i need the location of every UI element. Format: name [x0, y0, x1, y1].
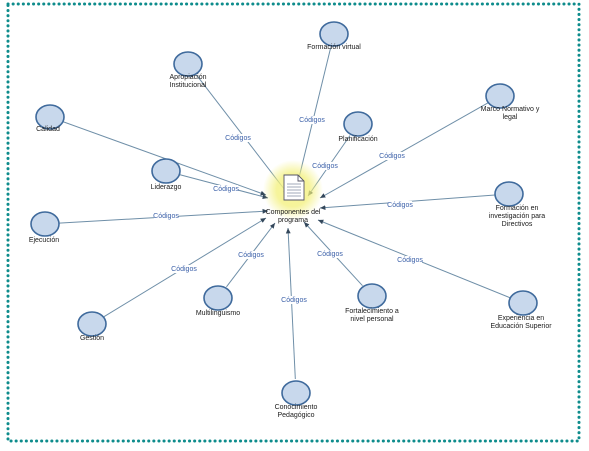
edge-label-gestion: Códigos	[171, 266, 197, 273]
center-label: Componentes del	[266, 209, 321, 216]
node-label: Institucional	[170, 82, 207, 89]
node-label: Pedagógico	[278, 412, 315, 419]
node-label: Calidad	[36, 126, 60, 133]
node-label: Formación virtual	[307, 44, 361, 51]
node-label: Planificación	[338, 136, 377, 143]
edge-label-bg	[300, 116, 324, 124]
node-label: Educación Superior	[490, 323, 552, 330]
edge-label-bg	[313, 162, 337, 170]
edge-label-multilinguismo: Códigos	[238, 252, 264, 259]
node-label: Multilinguismo	[196, 310, 240, 317]
node-planificacion[interactable]: Planificación	[338, 111, 378, 143]
edge-label-formacion-investigacion: Códigos	[387, 202, 413, 209]
node-circle[interactable]	[494, 181, 524, 207]
node-circle[interactable]	[357, 283, 387, 309]
node-label: Experiencia en	[498, 315, 544, 322]
node-label: Fortalecimiento a	[345, 308, 399, 315]
edge-label-bg	[318, 250, 342, 258]
edge-label-liderazgo: Códigos	[213, 186, 239, 193]
node-circle[interactable]	[173, 51, 203, 77]
center-label: programa	[278, 217, 308, 224]
edge-label-bg	[388, 201, 412, 209]
edge-label-bg	[282, 296, 306, 304]
node-label: nivel personal	[350, 316, 394, 323]
node-circle[interactable]	[151, 158, 181, 184]
edge-label-apropiacion: Códigos	[225, 135, 251, 142]
node-label: Liderazgo	[151, 184, 182, 191]
node-gestion[interactable]: Gestión	[77, 311, 107, 342]
edge-label-bg	[172, 265, 196, 273]
document-icon	[283, 174, 305, 201]
node-label: Apropiación	[170, 74, 207, 81]
edge-label-fortalecimiento: Códigos	[317, 251, 343, 258]
node-label: investigación para	[489, 213, 546, 220]
node-formacion-virtual[interactable]: Formación virtual	[307, 21, 361, 51]
nodes-layer: Formación virtualApropiaciónInstituciona…	[29, 21, 552, 419]
node-label: legal	[503, 114, 518, 121]
edge-label-bg	[214, 185, 238, 193]
edge-label-experiencia: Códigos	[397, 257, 423, 264]
edge-label-bg	[380, 152, 404, 160]
node-circle[interactable]	[508, 290, 538, 316]
edge-label-bg	[226, 134, 250, 142]
node-multilinguismo[interactable]: Multilinguismo	[196, 285, 240, 317]
edge-label-ejecucion: Códigos	[153, 213, 179, 220]
edges-layer: CódigosCódigosCódigosCódigosCódigosCódig…	[58, 47, 511, 380]
node-label: Gestión	[80, 335, 104, 342]
node-label: Conocimiento	[275, 404, 318, 411]
node-circle[interactable]	[281, 380, 311, 406]
dotted-border	[6, 2, 581, 443]
edge-label-planificacion: Códigos	[312, 163, 338, 170]
edge-label-formacion-virtual: Códigos	[299, 117, 325, 124]
node-ejecucion[interactable]: Ejecución	[29, 211, 60, 244]
node-label: Formación en	[496, 205, 539, 212]
node-circle[interactable]	[485, 83, 515, 109]
node-circle[interactable]	[343, 111, 373, 137]
edge-label-bg	[239, 251, 263, 259]
node-label: Marco Normativo y	[481, 106, 540, 113]
node-calidad[interactable]: Calidad	[35, 104, 65, 133]
node-circle[interactable]	[77, 311, 107, 337]
node-circle[interactable]	[30, 211, 60, 237]
node-circle[interactable]	[319, 21, 349, 47]
edge-label-bg	[398, 256, 422, 264]
edge-label-conocimiento: Códigos	[281, 297, 307, 304]
node-label: Directivos	[502, 221, 533, 228]
edge-label-marco-normativo: Códigos	[379, 153, 405, 160]
edge-marco-normativo	[319, 102, 489, 199]
node-liderazgo[interactable]: Liderazgo	[151, 158, 182, 191]
node-circle[interactable]	[35, 104, 65, 130]
node-label: Ejecución	[29, 237, 59, 244]
edge-label-bg	[154, 212, 178, 220]
node-circle[interactable]	[203, 285, 233, 311]
